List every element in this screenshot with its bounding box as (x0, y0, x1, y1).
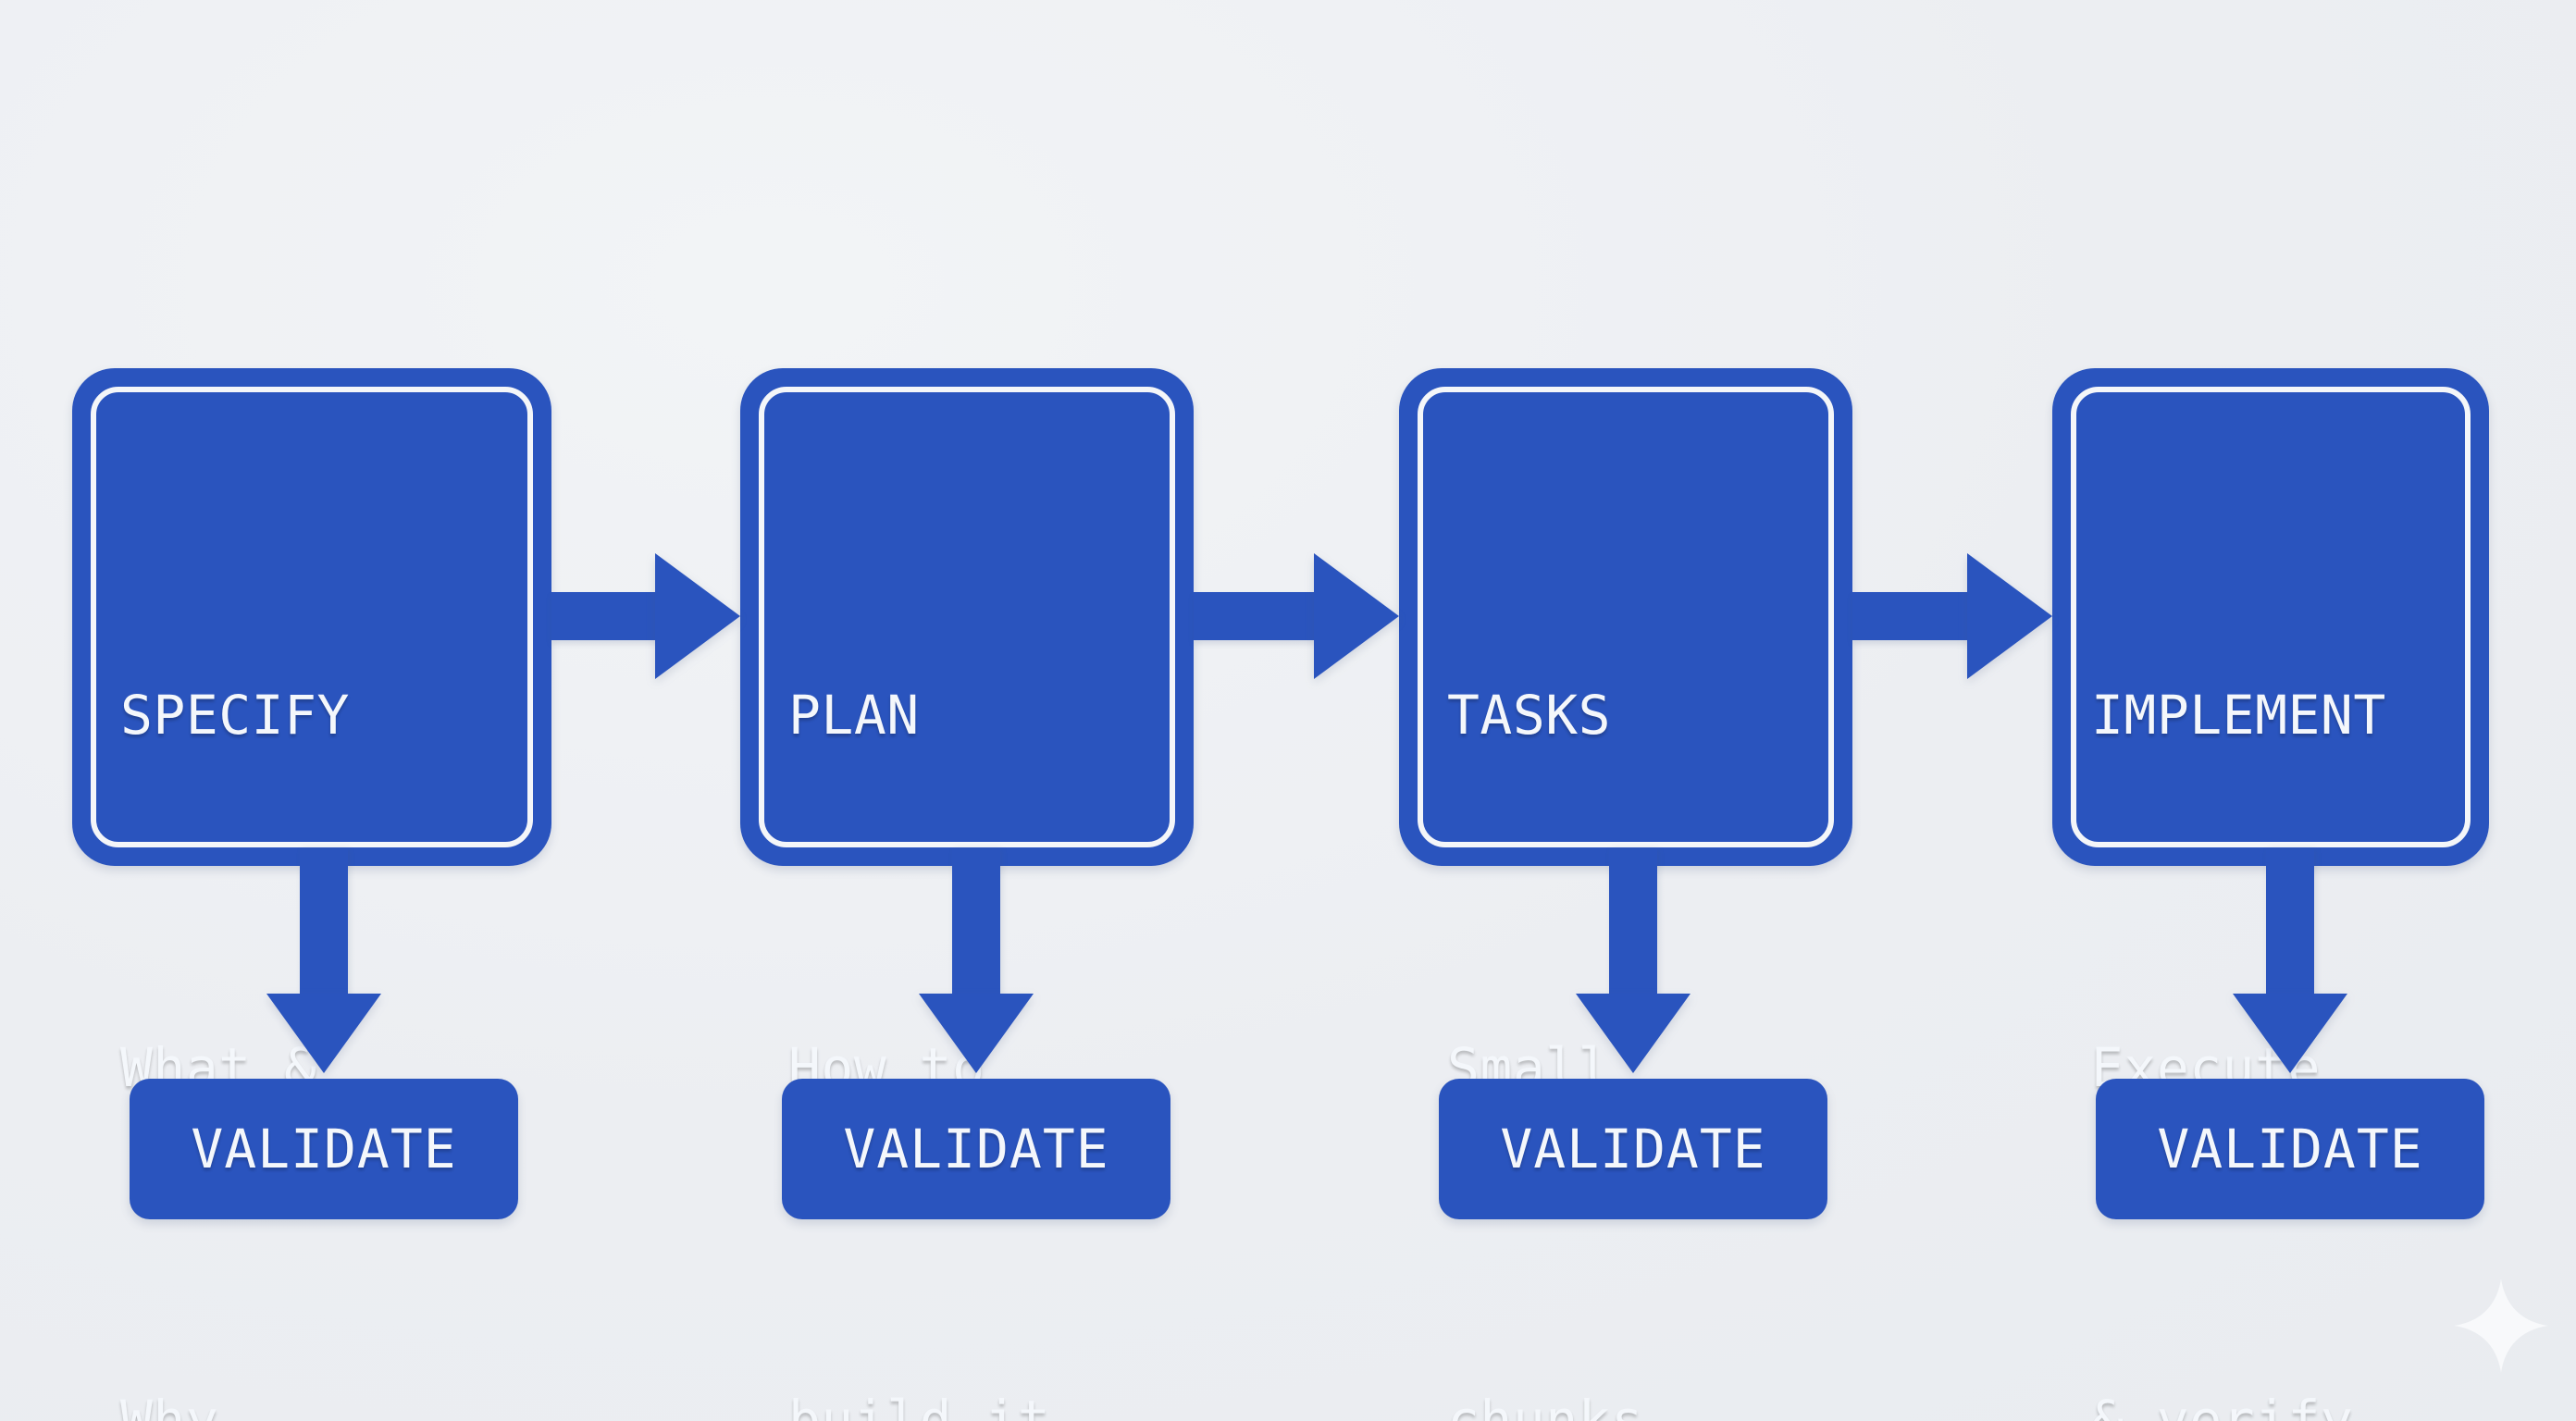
arrow-down-icon-shaft (2266, 849, 2314, 999)
stage-box-specify[interactable]: SPECIFY What & Why (72, 368, 551, 1421)
arrow-down-icon-head (2233, 994, 2347, 1073)
validate-pill-plan[interactable]: VALIDATE (782, 1079, 1170, 1219)
stage-subtitle-line2-implement: & verify (2091, 1389, 2354, 1421)
validate-pill-specify[interactable]: VALIDATE (130, 1079, 518, 1219)
arrow-down-icon-head (919, 994, 1034, 1073)
flow-arrow-specify-to-plan (551, 553, 740, 679)
stage-title-tasks: TASKS (1447, 684, 1612, 747)
validate-pill-label: VALIDATE (1500, 1118, 1766, 1180)
validate-pill-label: VALIDATE (2157, 1118, 2423, 1180)
arrow-right-icon-head (1967, 553, 2052, 679)
arrow-down-icon-shaft (952, 849, 1000, 999)
stage-subtitle-line2-tasks: chunks (1447, 1389, 1644, 1421)
validate-pill-label: VALIDATE (843, 1118, 1109, 1180)
stage-title-specify: SPECIFY (120, 684, 350, 747)
stage-title-plan: PLAN (788, 684, 920, 747)
stage-subtitle-line2-specify: Why (120, 1389, 219, 1421)
arrow-down-icon-head (266, 994, 381, 1073)
arrow-right-icon-shaft (1194, 592, 1318, 640)
sparkle-icon (2450, 1275, 2552, 1377)
validate-arrow-tasks (1576, 849, 1690, 1073)
stage-title-implement: IMPLEMENT (2091, 684, 2386, 747)
validate-pill-implement[interactable]: VALIDATE (2096, 1079, 2484, 1219)
stage-box-implement[interactable]: IMPLEMENT Execute & verify (2052, 368, 2489, 1421)
validate-arrow-specify (266, 849, 381, 1073)
arrow-right-icon-shaft (551, 592, 659, 640)
arrow-down-icon-shaft (1609, 849, 1657, 999)
validate-pill-tasks[interactable]: VALIDATE (1439, 1079, 1827, 1219)
flow-arrow-plan-to-tasks (1194, 553, 1399, 679)
stage-box-tasks[interactable]: TASKS Small chunks (1399, 368, 1852, 1421)
validate-arrow-plan (919, 849, 1034, 1073)
arrow-right-icon-head (1314, 553, 1399, 679)
validate-arrow-implement (2233, 849, 2347, 1073)
stage-subtitle-line2-plan: build it (788, 1389, 1051, 1421)
arrow-down-icon-head (1576, 994, 1690, 1073)
arrow-down-icon-shaft (300, 849, 348, 999)
validate-pill-label: VALIDATE (191, 1118, 457, 1180)
stage-box-plan[interactable]: PLAN How to build it (740, 368, 1194, 1421)
arrow-right-icon-head (655, 553, 740, 679)
flow-arrow-tasks-to-implement (1852, 553, 2052, 679)
arrow-right-icon-shaft (1852, 592, 1971, 640)
